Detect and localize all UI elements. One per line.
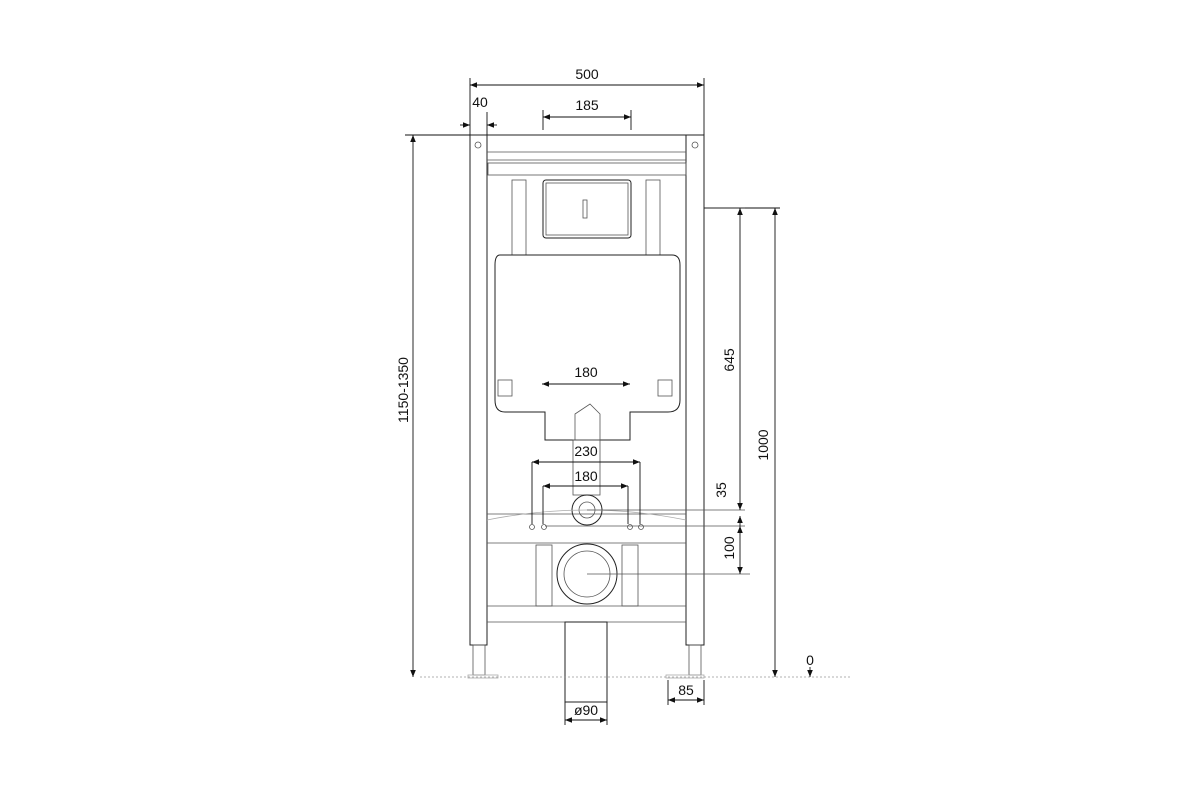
dim-bolt-offset: 35 — [713, 482, 729, 498]
screw-icon — [691, 141, 699, 149]
dim-top-spacing: 185 — [575, 97, 599, 113]
dim-drain-diameter: ø90 — [574, 702, 598, 718]
dim-post-width: 40 — [472, 94, 488, 110]
dim-bolt-inner: 180 — [574, 468, 598, 484]
pipes — [486, 439, 750, 703]
dim-outlet-offset: 100 — [721, 536, 737, 560]
dim-tank-outlet: 180 — [574, 364, 598, 380]
cistern — [487, 162, 687, 441]
screw-icon — [474, 141, 482, 149]
dim-floor-level: 0 — [806, 652, 814, 668]
dim-inlet-height: 645 — [721, 348, 737, 372]
dim-bolt-outer: 230 — [574, 443, 598, 459]
dim-foot-width: 85 — [678, 682, 694, 698]
frame — [467, 134, 745, 679]
dim-total-height: 1000 — [755, 429, 771, 460]
dimension-labels: 500 40 185 1150-1350 180 230 180 645 100… — [395, 66, 814, 718]
dim-frame-width: 500 — [575, 66, 599, 82]
dimension-lines — [405, 78, 813, 725]
dim-height-range: 1150-1350 — [395, 357, 411, 423]
